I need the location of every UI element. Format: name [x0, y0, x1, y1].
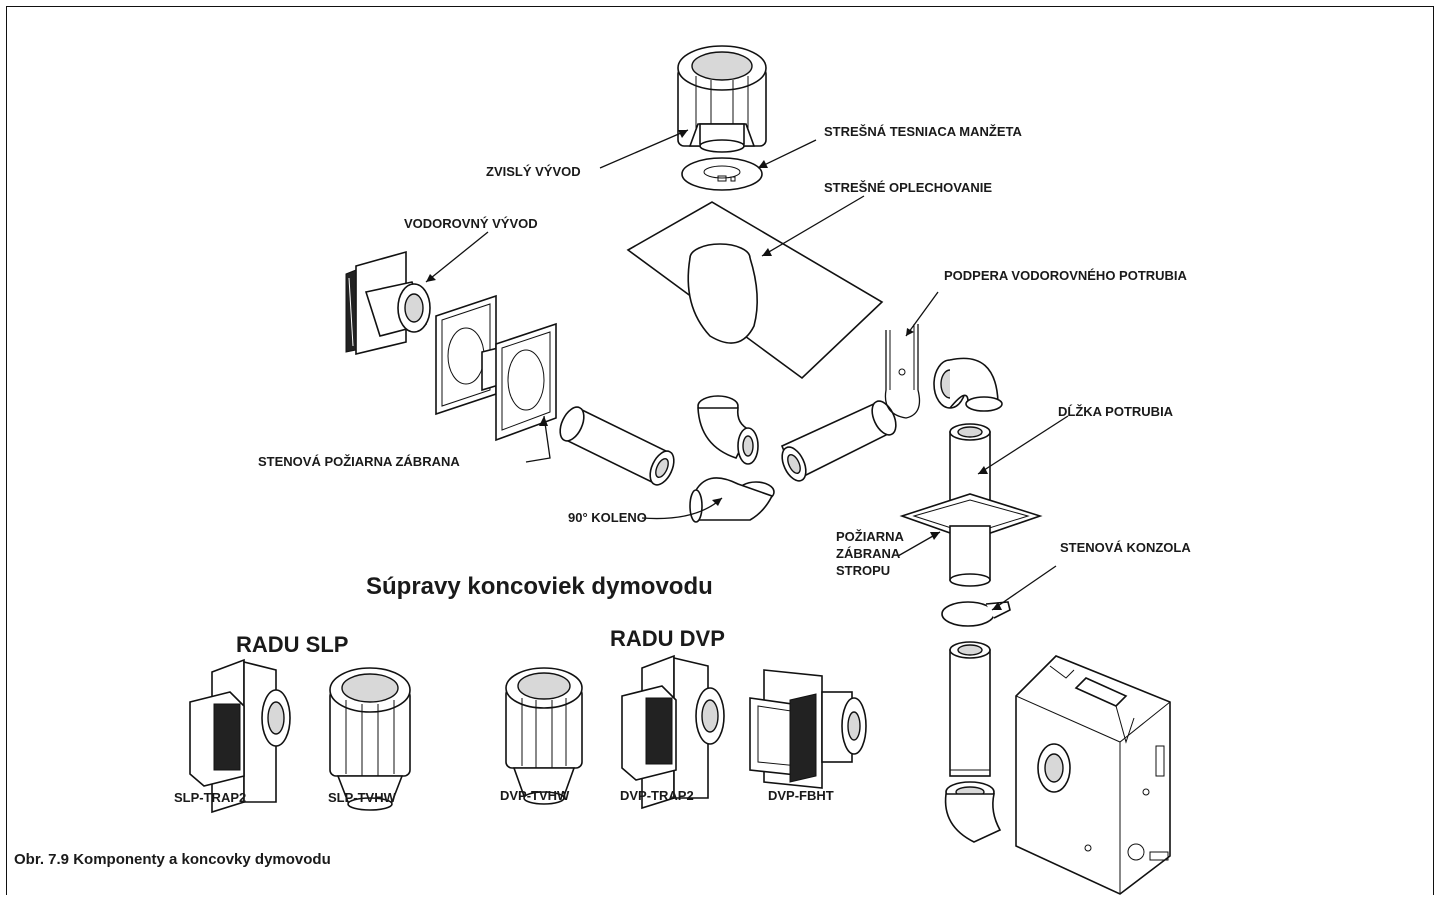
label-ceiling-firestop-line1: POŽIARNA: [836, 529, 905, 544]
label-roof-collar: STREŠNÁ TESNIACA MANŽETA: [824, 124, 1023, 139]
vent-components-diagram: ZVISLÝ VÝVOD STREŠNÁ TESNIACA MANŽETA ST…: [6, 6, 1434, 895]
elbow-bottom: [944, 781, 1002, 843]
label-wall-bracket: STENOVÁ KONZOLA: [1060, 540, 1191, 555]
kit-label-dvp-tvhw: DVP-TVHW: [500, 788, 570, 803]
label-roof-flashing: STREŠNÉ OPLECHOVANIE: [824, 180, 992, 195]
kits-dvp-series: RADU DVP: [610, 626, 725, 651]
label-vertical-termination: ZVISLÝ VÝVOD: [486, 164, 581, 179]
label-elbow-90: 90° KOLENO: [568, 510, 647, 525]
horizontal-support-part: [884, 324, 921, 419]
frame-border: [6, 6, 1434, 895]
label-ceiling-firestop-line3: STROPU: [836, 563, 890, 578]
label-pipe-length: DĹŽKA POTRUBIA: [1058, 404, 1174, 419]
label-horizontal-support: PODPERA VODOROVNÉHO POTRUBIA: [944, 268, 1188, 283]
kit-label-dvp-trap2: DVP-TRAP2: [620, 788, 694, 803]
elbow-right: [933, 357, 1003, 412]
kit-dvp-trap2-image: [621, 654, 725, 810]
kits-slp-series: RADU SLP: [236, 632, 348, 657]
roof-flashing-part: [626, 201, 884, 380]
kit-label-slp-tvhw: SLP-TVHW: [328, 790, 397, 805]
kits-title: Súpravy koncoviek dymovodu: [366, 573, 713, 600]
leader-lines: [425, 129, 1069, 611]
label-ceiling-firestop-line2: ZÁBRANA: [836, 546, 901, 561]
kit-label-dvp-fbht: DVP-FBHT: [768, 788, 834, 803]
figure-caption: Obr. 7.9 Komponenty a koncovky dymovodu: [14, 851, 331, 868]
pipe-section-lower: [949, 641, 991, 777]
horizontal-termination-part: [345, 250, 431, 356]
kit-slp-tvhw-image: [329, 667, 411, 811]
vertical-termination-cap: [677, 45, 767, 153]
appliance-firebox: [1015, 655, 1171, 895]
pipe-section-left: [559, 406, 675, 486]
label-horizontal-termination: VODOROVNÝ VÝVOD: [404, 216, 538, 231]
wall-firestop-part: [435, 294, 557, 442]
kit-slp-trap2-image: [189, 658, 291, 814]
kit-dvp-tvhw-image: [505, 667, 583, 805]
kit-label-slp-trap2: SLP-TRAP2: [174, 790, 246, 805]
label-wall-firestop: STENOVÁ POŽIARNA ZÁBRANA: [258, 454, 460, 469]
wall-bracket-part: [941, 601, 1011, 627]
elbow-upper: [697, 395, 759, 465]
ceiling-firestop-part: [899, 493, 1043, 587]
roof-collar-part: [681, 157, 763, 191]
elbow-lower: [689, 477, 775, 523]
kit-dvp-fbht-image: [749, 669, 867, 789]
figure-frame: ZVISLÝ VÝVOD STREŠNÁ TESNIACA MANŽETA ST…: [6, 6, 1434, 895]
pipe-section-middle: [780, 400, 897, 482]
